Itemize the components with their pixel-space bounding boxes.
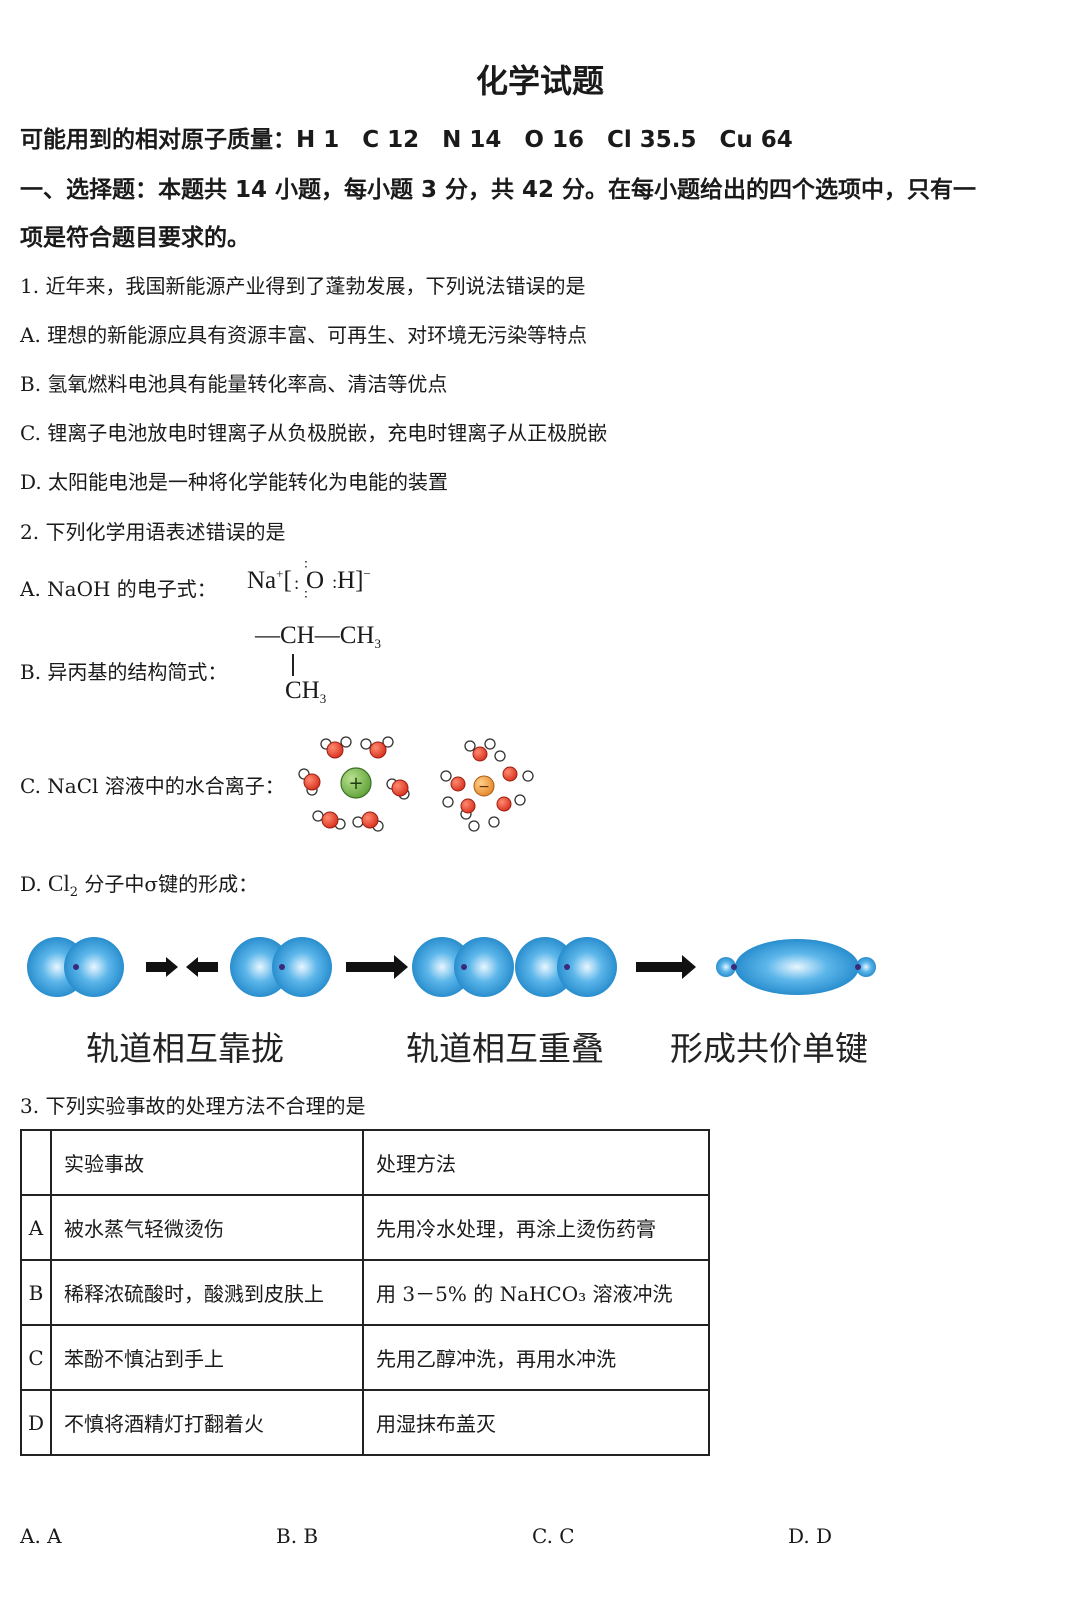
naoh-electron-formula: Na+[ ∶ : O ∶ :H]− — [247, 559, 371, 603]
q2-option-b: B. 异丙基的结构简式： — [20, 660, 228, 684]
arrow-to-overlap — [346, 955, 408, 979]
table-cell: 被水蒸气轻微烫伤 — [50, 1194, 365, 1261]
table-cell: D — [19, 1389, 53, 1456]
table-cell: 稀释浓硫酸时，酸溅到皮肤上 — [50, 1259, 365, 1326]
electron-dots-bottom: ∶ — [304, 588, 308, 603]
q2-option-c: C. NaCl 溶液中的水合离子： — [20, 774, 285, 798]
q1-option-b: B. 氢氧燃料电池具有能量转化率高、清洁等优点 — [20, 372, 448, 396]
oh-charge: − — [363, 566, 371, 581]
table-row: A 被水蒸气轻微烫伤 先用冷水处理，再涂上烫伤药膏 — [19, 1194, 710, 1261]
isopropyl-formula-bottom: CH3 — [285, 677, 326, 707]
table-header-cell: 处理方法 — [362, 1129, 710, 1196]
orbitals-overlapping — [412, 937, 617, 997]
isopropyl-formula-top: —CH—CH3 — [255, 622, 381, 652]
chloride-hydrated-ion: − — [440, 738, 534, 832]
ch3-subscript: 3 — [374, 636, 381, 651]
shared-pair: : — [332, 572, 338, 592]
q1-stem: 1. 近年来，我国新能源产业得到了蓬勃发展，下列说法错误的是 — [20, 274, 586, 298]
table-row: B 稀释浓硫酸时，酸溅到皮肤上 用 3－5% 的 NaHCO₃ 溶液冲洗 — [19, 1259, 710, 1326]
covalent-single-bond — [716, 939, 876, 995]
na-symbol: Na — [247, 567, 277, 594]
ch-chain: —CH—CH — [255, 622, 375, 649]
na-charge: + — [276, 566, 284, 581]
q2-stem: 2. 下列化学用语表述错误的是 — [20, 520, 286, 544]
electron-dots-top: ∶ — [304, 558, 308, 573]
sigma-bond-diagram — [27, 937, 876, 997]
q3-answer-c: C. C — [532, 1524, 575, 1548]
table-cell: 先用冷水处理，再涂上烫伤药膏 — [362, 1194, 710, 1261]
q2-option-a: A. NaOH 的电子式： — [20, 573, 217, 602]
table-row: D 不慎将酒精灯打翻着火 用湿抹布盖灭 — [19, 1389, 710, 1456]
oxygen-with-electrons: ∶ : O ∶ — [294, 559, 332, 603]
cl-subscript: 2 — [69, 885, 79, 900]
sodium-hydrated-ion: + — [298, 736, 410, 832]
table-cell: 苯酚不慎沾到手上 — [50, 1324, 365, 1391]
q1-option-a: A. 理想的新能源应具有资源丰富、可再生、对环境无污染等特点 — [20, 323, 588, 347]
isopropyl-bond-line — [292, 654, 294, 676]
q3-answer-b: B. B — [276, 1524, 319, 1548]
approach-arrows — [146, 957, 218, 977]
table-row: C 苯酚不慎沾到手上 先用乙醇冲洗，再用水冲洗 — [19, 1324, 710, 1391]
table-cell: 用湿抹布盖灭 — [362, 1389, 710, 1456]
table-cell: B — [19, 1259, 53, 1326]
page-title: 化学试题 — [475, 62, 604, 100]
caption-approaching: 轨道相互靠拢 — [86, 1029, 284, 1068]
orbitals-approaching — [27, 937, 332, 997]
oxygen-symbol: O — [306, 567, 325, 594]
table-cell: C — [19, 1324, 53, 1391]
q3-stem: 3. 下列实验事故的处理方法不合理的是 — [20, 1094, 366, 1118]
accident-table: 实验事故 处理方法 A 被水蒸气轻微烫伤 先用冷水处理，再涂上烫伤药膏 B 稀释… — [19, 1129, 710, 1456]
atomic-masses: 可能用到的相对原子质量：H 1 C 12 N 14 O 16 Cl 35.5 C… — [20, 127, 793, 153]
sodium-ion — [340, 767, 372, 799]
arrow-to-bond — [636, 955, 696, 979]
right-bracket: ] — [355, 567, 364, 594]
ch3-bottom-subscript: 3 — [319, 691, 327, 706]
chloride-ion — [473, 775, 495, 797]
left-bracket: [ — [283, 567, 292, 594]
table-header-cell: 实验事故 — [50, 1129, 365, 1196]
q3-answer-d: D. D — [788, 1524, 833, 1548]
q3-answer-a: A. A — [20, 1524, 62, 1548]
table-cell: A — [19, 1194, 53, 1261]
q2-a-label: A. — [20, 577, 41, 601]
section-heading-line1: 一、选择题：本题共 14 小题，每小题 3 分，共 42 分。在每小题给出的四个… — [20, 177, 977, 203]
q2-option-d: D. Cl2 分子中σ键的形成： — [20, 868, 258, 900]
caption-single-bond: 形成共价单键 — [670, 1029, 868, 1068]
q2-d-label: D. — [20, 872, 42, 896]
q2-d-text: 分子中σ键的形成： — [84, 872, 259, 896]
cl-symbol: Cl — [48, 871, 70, 896]
cation-sign: + — [348, 773, 363, 794]
table-header-cell — [19, 1129, 53, 1196]
ch3-group: CH — [285, 677, 320, 704]
section-heading-line2: 项是符合题目要求的。 — [20, 225, 250, 251]
hydrated-ions-figure: + − — [298, 736, 534, 832]
table-cell: 用 3－5% 的 NaHCO₃ 溶液冲洗 — [362, 1259, 710, 1326]
table-cell: 不慎将酒精灯打翻着火 — [50, 1389, 365, 1456]
table-header-row: 实验事故 处理方法 — [19, 1129, 710, 1196]
anion-sign: − — [478, 779, 490, 795]
electron-dots-left: : — [294, 573, 300, 593]
q2-a-text: NaOH 的电子式： — [47, 577, 217, 601]
q1-option-c: C. 锂离子电池放电时锂离子从负极脱嵌，充电时锂离子从正极脱嵌 — [20, 421, 608, 445]
caption-overlapping: 轨道相互重叠 — [406, 1029, 604, 1068]
q1-option-d: D. 太阳能电池是一种将化学能转化为电能的装置 — [20, 470, 449, 494]
hydrogen-symbol: H — [337, 567, 356, 594]
table-cell: 先用乙醇冲洗，再用水冲洗 — [362, 1324, 710, 1391]
